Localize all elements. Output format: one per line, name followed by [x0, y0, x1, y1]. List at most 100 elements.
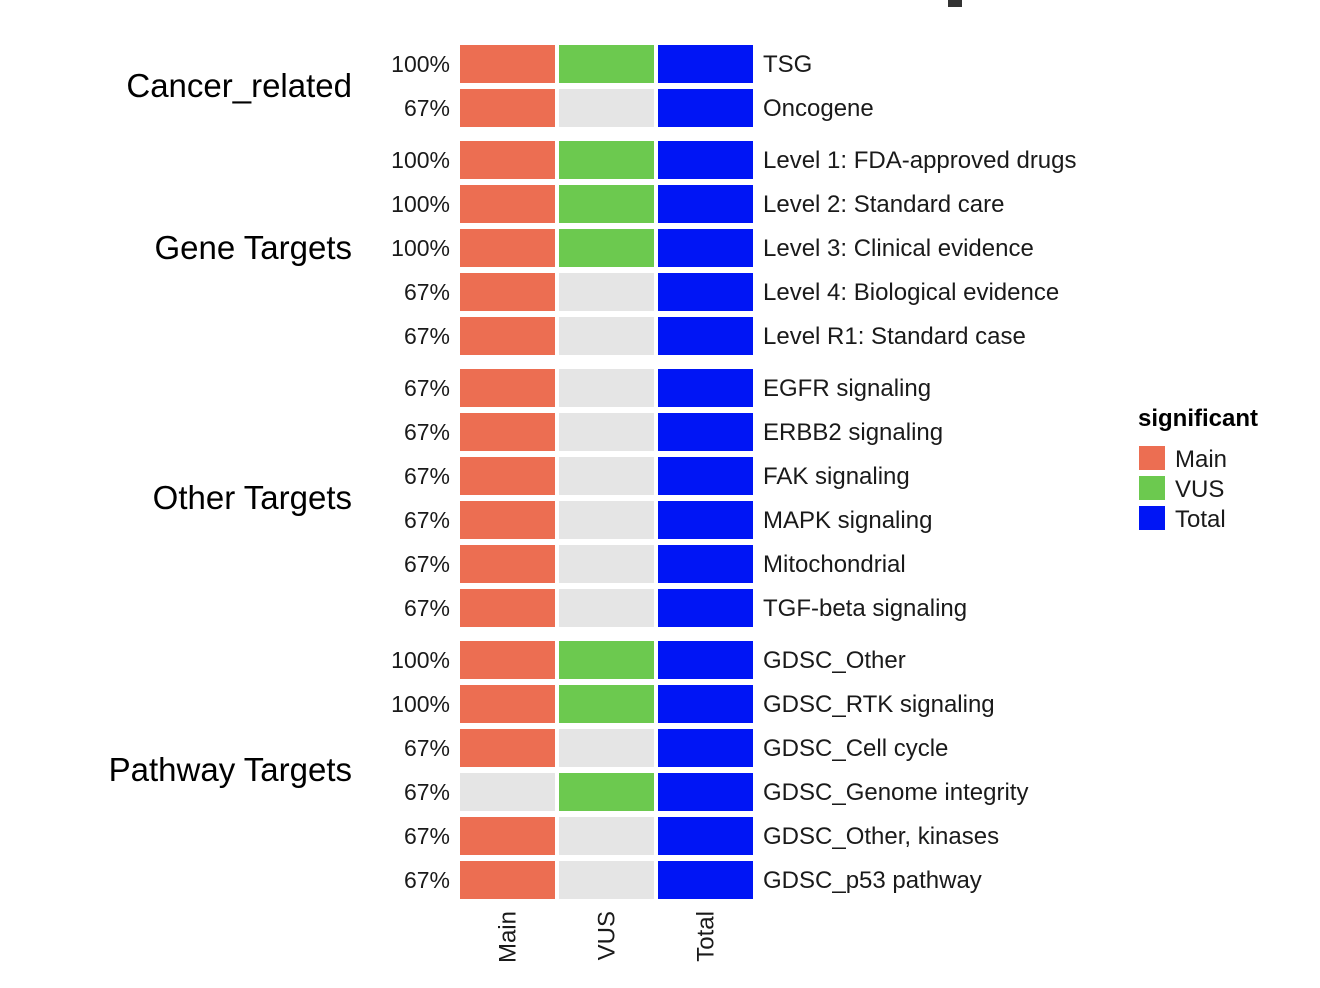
heatmap-cell: [658, 317, 753, 355]
group-label: Cancer_related: [126, 67, 352, 104]
heatmap-cell: [658, 641, 753, 679]
percent-labels: 100% 67% 100% 100% 100% 67% 67% 67% 67% 67% 67% 67%…: [391, 51, 450, 893]
heatmap-cell: [460, 89, 555, 127]
heatmap-cell: [460, 729, 555, 767]
row-percent-label: 67%: [404, 823, 450, 849]
heatmap-cell: [559, 861, 654, 899]
heatmap-cell: [658, 545, 753, 583]
heatmap-cell: [460, 185, 555, 223]
heatmap-cell: [658, 141, 753, 179]
heatmap-cell: [460, 45, 555, 83]
heatmap-cell: [460, 545, 555, 583]
legend-swatch: [1139, 446, 1165, 470]
heatmap-cell: [559, 141, 654, 179]
heatmap-cell: [460, 273, 555, 311]
heatmap-cell: [559, 641, 654, 679]
heatmap-cell: [460, 589, 555, 627]
heatmap-cell: [658, 185, 753, 223]
group-label: Other Targets: [153, 479, 352, 516]
heatmap-cell: [658, 589, 753, 627]
row-label: GDSC_Genome integrity: [763, 779, 1028, 806]
group-label: Gene Targets: [154, 229, 352, 266]
heatmap-cell: [658, 89, 753, 127]
legend-label: VUS: [1175, 476, 1224, 503]
row-label: Level 1: FDA-approved drugs: [763, 147, 1077, 174]
heatmap-cell: [460, 641, 555, 679]
row-label: MAPK signaling: [763, 507, 932, 534]
row-label: TSG: [763, 51, 812, 78]
heatmap-cell: [559, 413, 654, 451]
row-label: Level 4: Biological evidence: [763, 279, 1059, 306]
heatmap-cell: [559, 501, 654, 539]
heatmap-cell: [658, 273, 753, 311]
cropped-title-fragment: [948, 0, 962, 7]
legend-label: Main: [1175, 446, 1227, 473]
heatmap-cell: [559, 45, 654, 83]
heatmap-cell: [559, 369, 654, 407]
row-percent-label: 67%: [404, 551, 450, 577]
row-percent-label: 67%: [404, 95, 450, 121]
row-percent-label: 67%: [404, 463, 450, 489]
row-label: Oncogene: [763, 95, 874, 122]
column-label: Total: [693, 911, 720, 962]
heatmap-cell: [658, 817, 753, 855]
legend-swatch: [1139, 476, 1165, 500]
heatmap-cell: [460, 817, 555, 855]
column-labels: Main VUS Total: [495, 911, 720, 963]
legend-label: Total: [1175, 506, 1226, 533]
group-label: Pathway Targets: [109, 751, 352, 788]
row-label: GDSC_Other: [763, 647, 906, 674]
heatmap-cell: [460, 141, 555, 179]
row-label: Level 2: Standard care: [763, 191, 1005, 218]
row-percent-label: 100%: [391, 235, 450, 261]
heatmap-cell: [559, 317, 654, 355]
heatmap-cell: [658, 685, 753, 723]
row-percent-label: 67%: [404, 507, 450, 533]
heatmap-cell: [658, 369, 753, 407]
row-label: ERBB2 signaling: [763, 419, 943, 446]
heatmap-cell: [559, 229, 654, 267]
heatmap-cell: [658, 45, 753, 83]
heatmap-cell: [559, 185, 654, 223]
heatmap-cell: [559, 817, 654, 855]
heatmap-cell: [460, 413, 555, 451]
heatmap-cell: [658, 457, 753, 495]
heatmap-cell: [460, 773, 555, 811]
heatmap-cell: [559, 89, 654, 127]
heatmap-cell: [460, 685, 555, 723]
row-percent-label: 67%: [404, 375, 450, 401]
legend-swatch: [1139, 506, 1165, 530]
row-percent-label: 100%: [391, 691, 450, 717]
row-percent-label: 67%: [404, 779, 450, 805]
row-label: Mitochondrial: [763, 551, 906, 578]
heatmap-cell: [559, 589, 654, 627]
row-label: Level R1: Standard case: [763, 323, 1026, 350]
row-percent-label: 67%: [404, 735, 450, 761]
legend-title: significant: [1138, 405, 1258, 432]
heatmap-cell: [460, 369, 555, 407]
column-label: VUS: [594, 911, 621, 960]
column-label: Main: [495, 911, 522, 963]
row-label: GDSC_RTK signaling: [763, 691, 995, 718]
heatmap-cell: [658, 773, 753, 811]
heatmap-cell: [460, 861, 555, 899]
row-label: Level 3: Clinical evidence: [763, 235, 1034, 262]
row-label: FAK signaling: [763, 463, 910, 490]
row-percent-label: 67%: [404, 867, 450, 893]
heatmap-cells: [460, 45, 753, 899]
heatmap-cell: [658, 229, 753, 267]
heatmap-cell: [658, 729, 753, 767]
row-percent-label: 100%: [391, 51, 450, 77]
row-percent-label: 67%: [404, 419, 450, 445]
heatmap-cell: [460, 457, 555, 495]
row-percent-label: 100%: [391, 147, 450, 173]
heatmap-cell: [559, 545, 654, 583]
heatmap-cell: [559, 457, 654, 495]
heatmap-cell: [460, 317, 555, 355]
heatmap-cell: [658, 861, 753, 899]
heatmap-cell: [559, 773, 654, 811]
row-percent-label: 67%: [404, 279, 450, 305]
heatmap-cell: [460, 501, 555, 539]
row-percent-label: 100%: [391, 647, 450, 673]
